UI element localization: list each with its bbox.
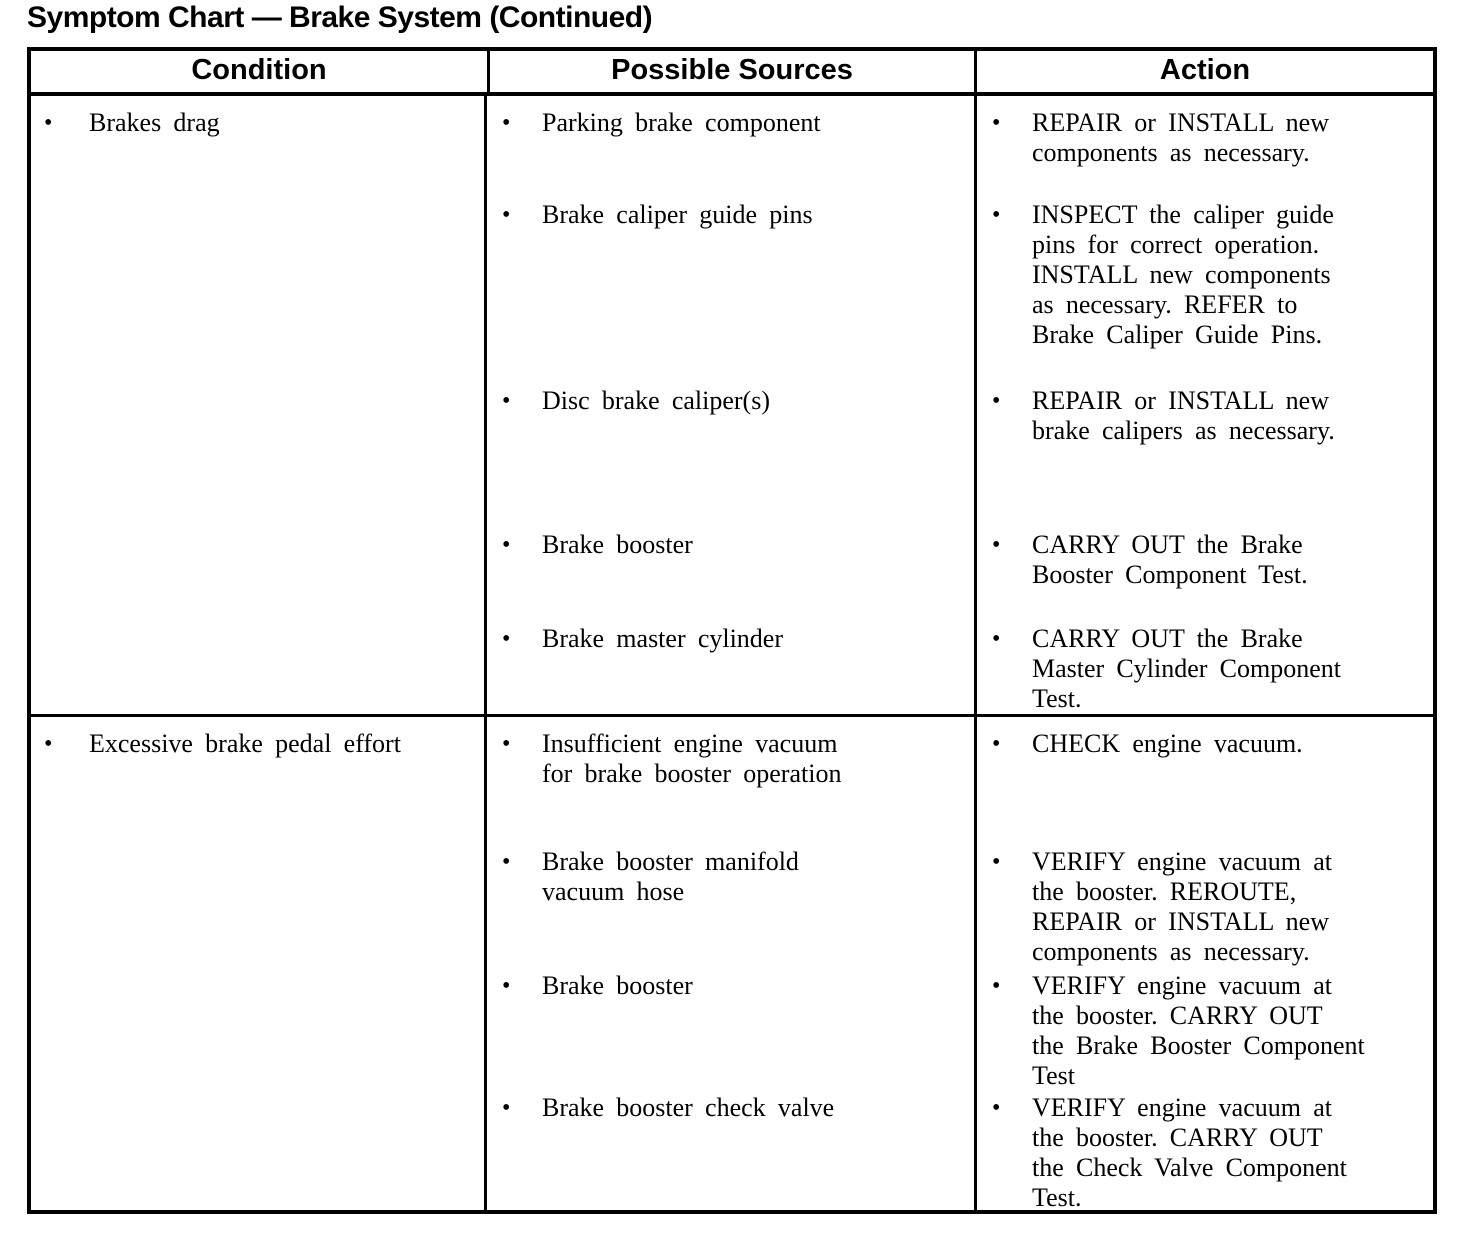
bullet-icon: •: [992, 626, 1001, 652]
bullet-icon: •: [502, 202, 511, 228]
bullet-icon: •: [44, 110, 53, 136]
source-item: • Disc brake caliper(s): [487, 386, 974, 416]
source-item: • Brake caliper guide pins: [487, 200, 974, 230]
bullet-icon: •: [502, 731, 511, 757]
action-item: • INSPECT the caliper guide pins for cor…: [977, 200, 1433, 350]
source-item: • Brake booster: [487, 530, 974, 560]
source-text: Brake caliper guide pins: [542, 200, 813, 229]
bullet-icon: •: [992, 973, 1001, 999]
symptom-table: Condition Possible Sources Action • Brak…: [27, 47, 1437, 1214]
header-cell-condition: Condition: [191, 54, 327, 86]
action-text: CARRY OUT the Brake Booster Component Te…: [1032, 530, 1308, 589]
bullet-icon: •: [502, 388, 511, 414]
action-item: • CHECK engine vacuum.: [977, 729, 1433, 759]
source-text: Parking brake component: [542, 108, 821, 137]
bullet-icon: •: [502, 973, 511, 999]
bullet-icon: •: [992, 731, 1001, 757]
bullet-icon: •: [502, 1095, 511, 1121]
source-text: Brake booster manifold vacuum hose: [542, 847, 799, 906]
source-text: Disc brake caliper(s): [542, 386, 770, 415]
condition-text: Excessive brake pedal effort: [89, 729, 401, 758]
source-item: • Parking brake component: [487, 108, 974, 138]
condition-item: • Brakes drag: [31, 108, 484, 138]
source-text: Brake master cylinder: [542, 624, 784, 653]
source-action-pair: • Brake booster check valve • VERIFY eng…: [487, 1093, 1433, 1212]
bullet-icon: •: [44, 731, 53, 757]
source-text: Brake booster: [542, 971, 693, 1000]
action-text: VERIFY engine vacuum at the booster. CAR…: [1032, 971, 1365, 1090]
condition-item: • Excessive brake pedal effort: [31, 729, 484, 759]
condition-cell: • Excessive brake pedal effort: [31, 717, 487, 1210]
source-action-pair: • Disc brake caliper(s) • REPAIR or INST…: [487, 386, 1433, 530]
action-text: VERIFY engine vacuum at the booster. RER…: [1032, 847, 1332, 966]
action-item: • CARRY OUT the Brake Booster Component …: [977, 530, 1433, 590]
action-text: CHECK engine vacuum.: [1032, 729, 1303, 758]
bullet-icon: •: [992, 1095, 1001, 1121]
action-item: • VERIFY engine vacuum at the booster. C…: [977, 971, 1433, 1091]
source-text: Insufficient engine vacuum for brake boo…: [542, 729, 842, 788]
bullet-icon: •: [502, 110, 511, 136]
bullet-icon: •: [502, 626, 511, 652]
table-row: • Brakes drag • Parking brake component …: [31, 96, 1433, 717]
action-text: REPAIR or INSTALL new components as nece…: [1032, 108, 1329, 167]
action-item: • VERIFY engine vacuum at the booster. C…: [977, 1093, 1433, 1212]
table-row: • Excessive brake pedal effort • Insuffi…: [31, 717, 1433, 1212]
action-item: • REPAIR or INSTALL new brake calipers a…: [977, 386, 1433, 446]
bullet-icon: •: [992, 388, 1001, 414]
source-action-pair: • Brake master cylinder • CARRY OUT the …: [487, 624, 1433, 714]
page-title: Symptom Chart — Brake System (Continued): [27, 1, 653, 34]
source-action-pair: • Brake booster manifold vacuum hose • V…: [487, 847, 1433, 971]
bullet-icon: •: [992, 202, 1001, 228]
source-text: Brake booster check valve: [542, 1093, 835, 1122]
source-action-pair: • Brake booster • VERIFY engine vacuum a…: [487, 971, 1433, 1093]
source-action-list: • Parking brake component • REPAIR or IN…: [487, 96, 1433, 714]
source-item: • Brake booster: [487, 971, 974, 1001]
bullet-icon: •: [502, 532, 511, 558]
action-item: • VERIFY engine vacuum at the booster. R…: [977, 847, 1433, 967]
source-item: • Brake master cylinder: [487, 624, 974, 654]
source-action-pair: • Insufficient engine vacuum for brake b…: [487, 717, 1433, 847]
source-text: Brake booster: [542, 530, 693, 559]
action-text: VERIFY engine vacuum at the booster. CAR…: [1032, 1093, 1347, 1212]
source-item: • Brake booster manifold vacuum hose: [487, 847, 974, 907]
bullet-icon: •: [502, 849, 511, 875]
action-item: • CARRY OUT the Brake Master Cylinder Co…: [977, 624, 1433, 714]
source-item: • Insufficient engine vacuum for brake b…: [487, 729, 974, 789]
bullet-icon: •: [992, 110, 1001, 136]
bullet-icon: •: [992, 532, 1001, 558]
source-action-pair: • Brake caliper guide pins • INSPECT the…: [487, 200, 1433, 386]
condition-cell: • Brakes drag: [31, 96, 487, 714]
source-action-pair: • Brake booster • CARRY OUT the Brake Bo…: [487, 530, 1433, 624]
action-text: CARRY OUT the Brake Master Cylinder Comp…: [1032, 624, 1341, 713]
action-text: INSPECT the caliper guide pins for corre…: [1032, 200, 1334, 349]
source-action-list: • Insufficient engine vacuum for brake b…: [487, 717, 1433, 1212]
source-action-pair: • Parking brake component • REPAIR or IN…: [487, 96, 1433, 200]
table-header-row: Condition Possible Sources Action: [31, 51, 1433, 96]
header-cell-action: Action: [974, 51, 1433, 92]
action-text: REPAIR or INSTALL new brake calipers as …: [1032, 386, 1335, 445]
condition-text: Brakes drag: [89, 108, 220, 137]
source-item: • Brake booster check valve: [487, 1093, 974, 1123]
header-cell-possible-sources: Possible Sources: [487, 51, 974, 92]
action-item: • REPAIR or INSTALL new components as ne…: [977, 108, 1433, 168]
bullet-icon: •: [992, 849, 1001, 875]
